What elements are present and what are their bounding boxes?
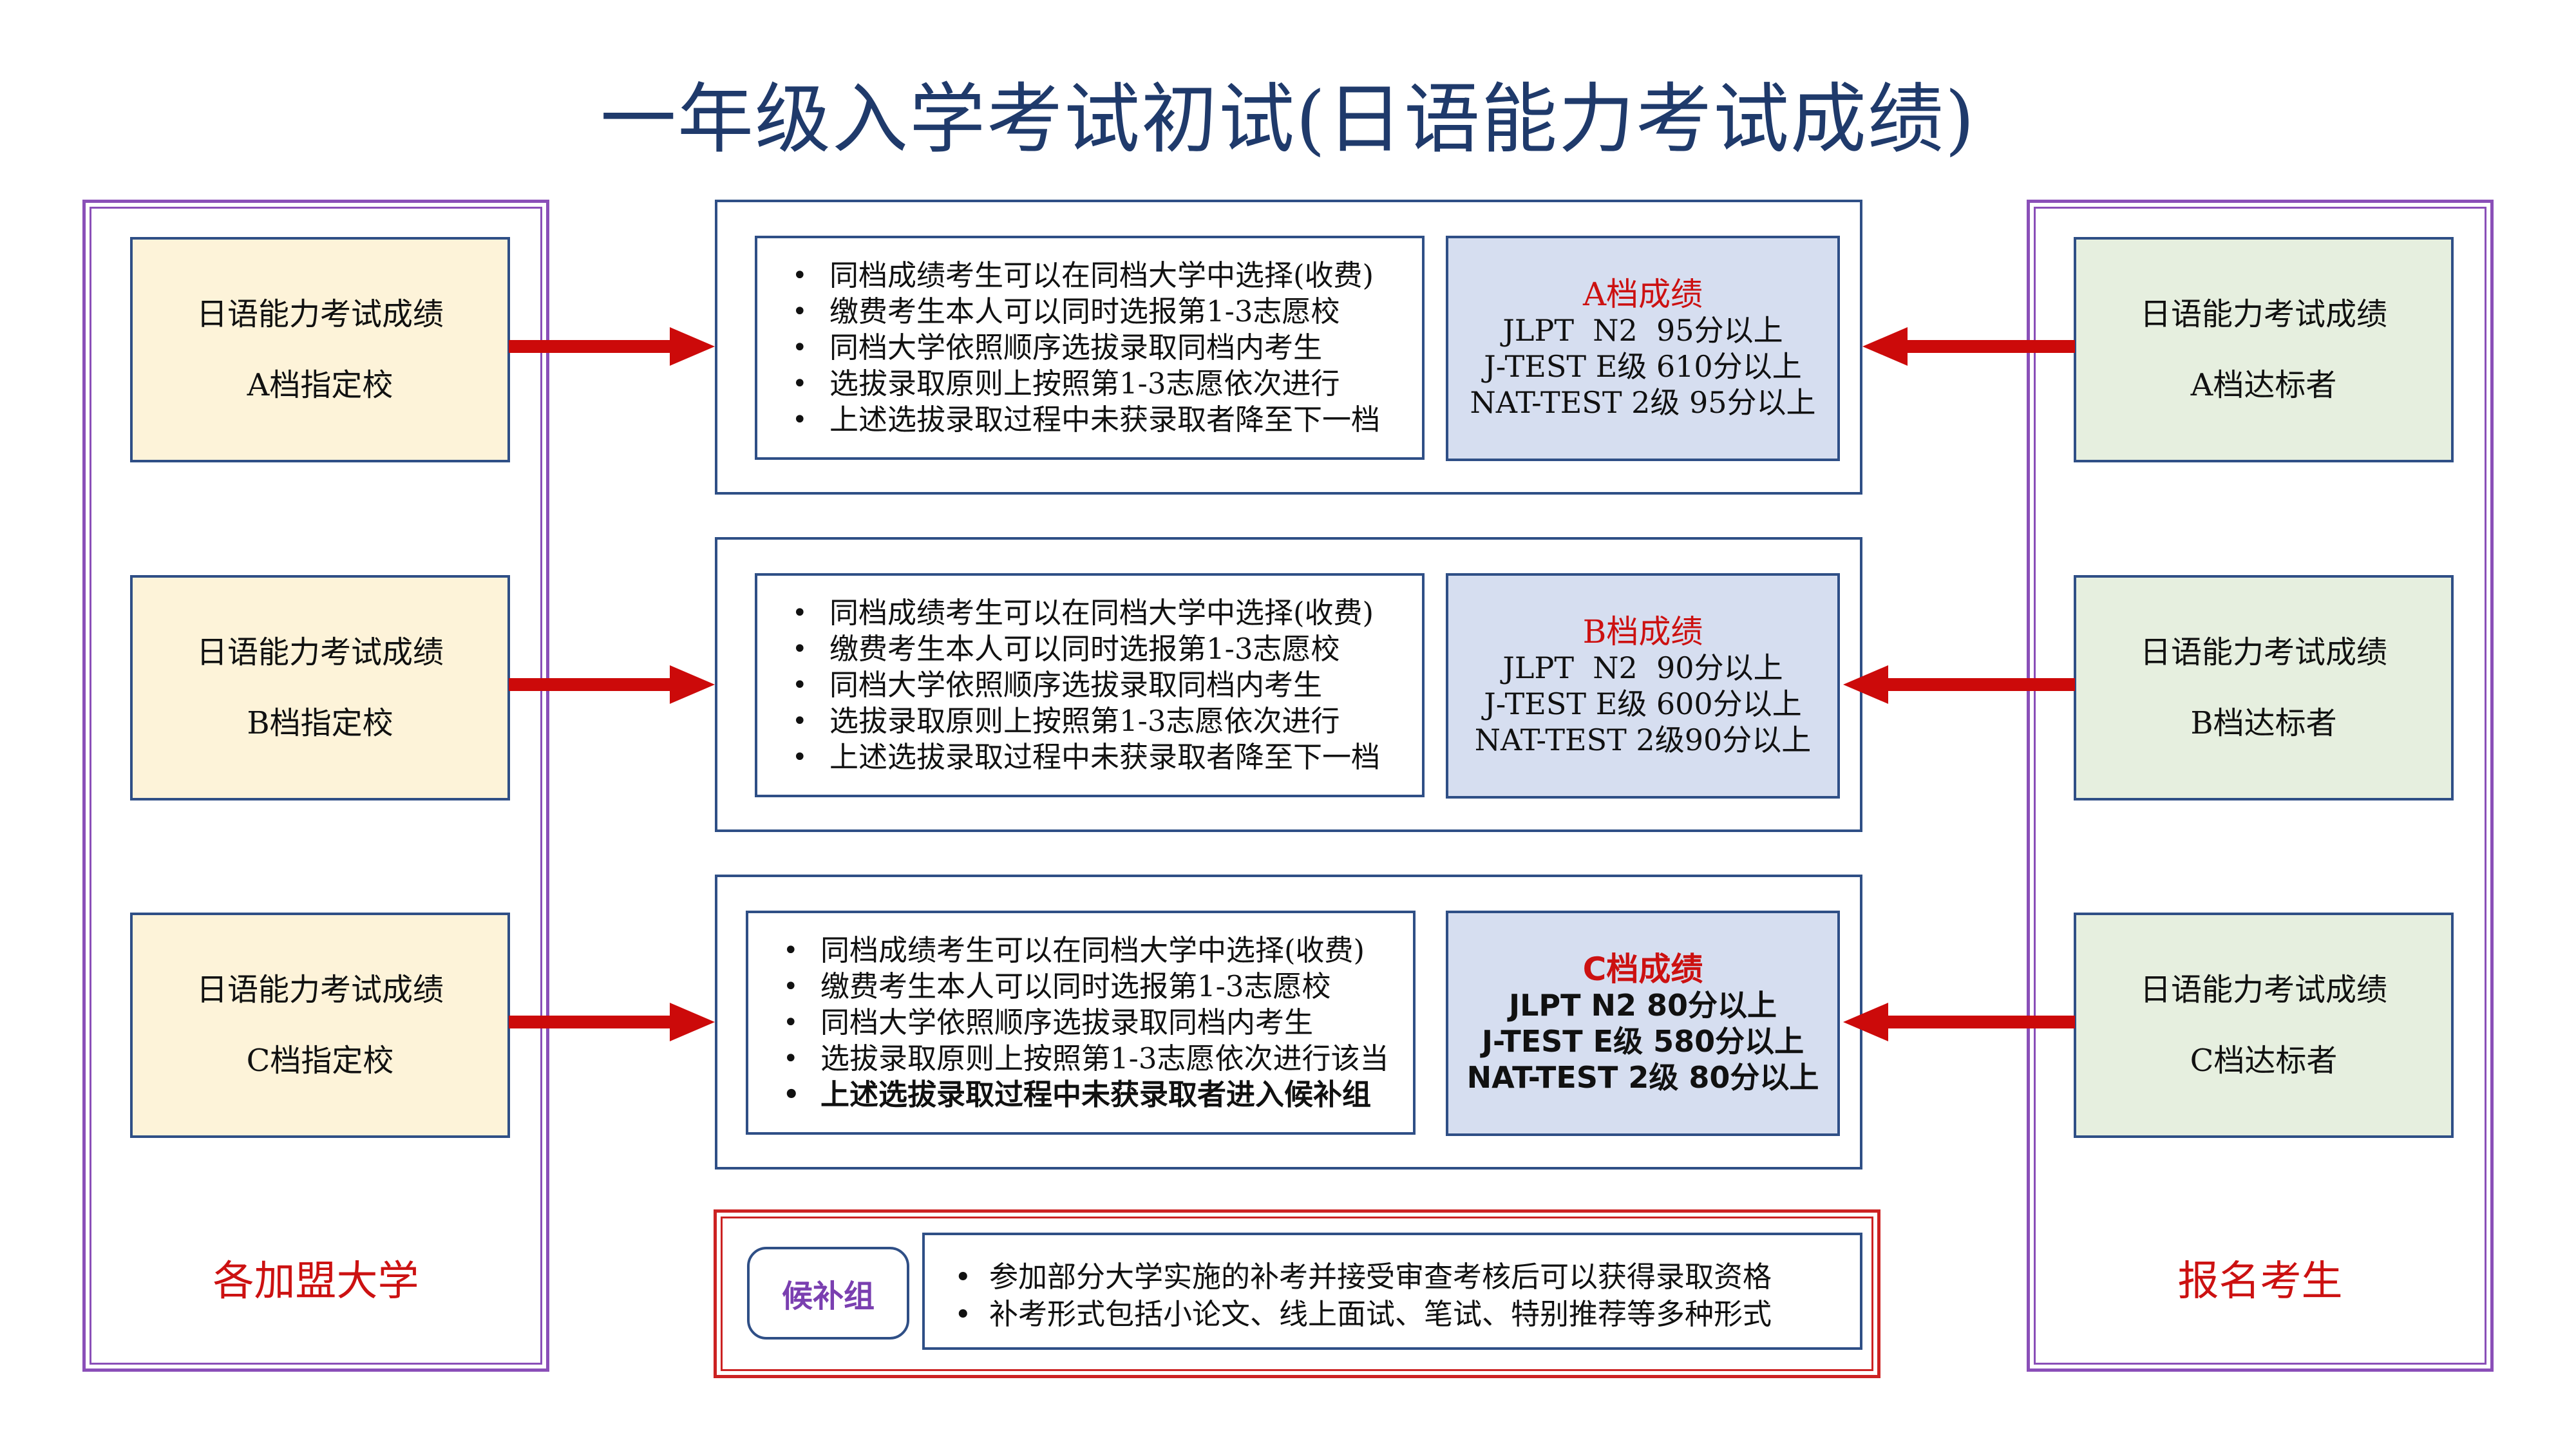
score-nat: NAT-TEST 2级 80分以上 [1466,1060,1819,1095]
bullet-icon: • [792,405,808,435]
rule-item: •选拔录取原则上按照第1-3志愿依次进行该当 [783,1041,1389,1075]
bullet-icon: • [954,1297,972,1331]
rule-item: •上述选拔录取过程中未获录取者降至下一档 [792,402,1381,437]
school-box-a: 日语能力考试成绩 A档指定校 [130,237,510,462]
bullet-icon: • [792,297,808,327]
applicants-panel: 报名考生 [2027,200,2494,1372]
bullet-icon: • [792,634,808,664]
waitlist-note: •参加部分大学实施的补考并接受审查考核后可以获得录取资格 [944,1258,1847,1296]
score-nat: NAT-TEST 2级90分以上 [1474,723,1812,757]
waitlist-note: •补考形式包括小论文、线上面试、笔试、特别推荐等多种形式 [944,1296,1847,1333]
score-grade: C档成绩 [1582,951,1703,988]
rule-item: •同档大学依照顺序选拔录取同档内考生 [792,330,1323,365]
bullet-icon: • [792,743,808,772]
student-box-line1: 日语能力考试成绩 [2139,972,2387,1008]
arrow-right-icon [509,327,715,366]
student-box-c: 日语能力考试成绩 C档达标者 [2074,913,2454,1138]
tier-a-score-box: A档成绩 JLPT N2 95分以上 J-TEST E级 610分以上 NAT-… [1446,236,1840,461]
school-box-line2: C档指定校 [246,1043,394,1079]
student-box-b: 日语能力考试成绩 B档达标者 [2074,575,2454,800]
school-box-line2: B档指定校 [247,705,393,741]
rule-item: •缴费考生本人可以同时选报第1-3志愿校 [792,632,1340,666]
rule-item: •上述选拔录取过程中未获录取者进入候补组 [783,1077,1372,1112]
bullet-icon: • [792,333,808,363]
school-box-line1: 日语能力考试成绩 [196,972,444,1008]
rule-item: •同档成绩考生可以在同档大学中选择(收费) [792,258,1374,292]
bullet-icon: • [783,1079,800,1110]
student-box-line2: B档达标者 [2190,705,2337,741]
school-box-line1: 日语能力考试成绩 [196,634,444,670]
bullet-icon: • [783,1044,799,1074]
rule-item: •上述选拔录取过程中未获录取者降至下一档 [792,740,1381,774]
score-nat: NAT-TEST 2级 95分以上 [1470,385,1816,420]
tier-b-score-box: B档成绩 JLPT N2 90分以上 J-TEST E级 600分以上 NAT-… [1446,573,1840,799]
bullet-icon: • [792,598,808,628]
school-box-b: 日语能力考试成绩 B档指定校 [130,575,510,800]
tier-c-score-box: C档成绩 JLPT N2 80分以上 J-TEST E级 580分以上 NAT-… [1446,911,1840,1136]
student-box-line1: 日语能力考试成绩 [2139,296,2387,332]
rule-item: •同档成绩考生可以在同档大学中选择(收费) [783,933,1365,967]
tier-c-rules: •同档成绩考生可以在同档大学中选择(收费) •缴费考生本人可以同时选报第1-3志… [746,911,1416,1135]
score-jlpt: JLPT N2 95分以上 [1502,313,1783,348]
arrow-left-icon [1843,665,2075,704]
rule-item: •同档成绩考生可以在同档大学中选择(收费) [792,596,1374,630]
bullet-icon: • [792,670,808,700]
waitlist-badge: 候补组 [747,1247,909,1340]
student-box-a: 日语能力考试成绩 A档达标者 [2074,237,2454,462]
score-grade: B档成绩 [1582,613,1703,650]
bullet-icon: • [792,706,808,736]
score-jlpt: JLPT N2 90分以上 [1502,650,1783,685]
student-box-line1: 日语能力考试成绩 [2139,634,2387,670]
school-box-line1: 日语能力考试成绩 [196,296,444,332]
arrow-right-icon [509,1003,715,1041]
rule-item: •同档大学依照顺序选拔录取同档内考生 [792,668,1323,702]
rule-item: •选拔录取原则上按照第1-3志愿依次进行 [792,704,1340,738]
rule-item: •缴费考生本人可以同时选报第1-3志愿校 [792,294,1340,328]
bullet-icon: • [792,261,808,290]
arrow-right-icon [509,665,715,704]
score-jtest: J-TEST E级 600分以上 [1484,687,1802,721]
school-box-line2: A档指定校 [247,367,393,403]
school-box-c: 日语能力考试成绩 C档指定校 [130,913,510,1138]
bullet-icon: • [954,1260,972,1294]
score-grade: A档成绩 [1582,276,1703,313]
bullet-icon: • [783,972,799,1001]
member-universities-label: 各加盟大学 [213,1258,419,1305]
page-title: 一年级入学考试初试(日语能力考试成绩) [600,75,1976,164]
arrow-left-icon [1862,327,2075,366]
student-box-line2: A档达标者 [2190,367,2337,403]
score-jlpt: JLPT N2 80分以上 [1508,988,1777,1023]
waitlist-notes: •参加部分大学实施的补考并接受审查考核后可以获得录取资格 •补考形式包括小论文、… [922,1233,1862,1350]
applicants-label: 报名考生 [2177,1258,2343,1305]
bullet-icon: • [783,936,799,965]
score-jtest: J-TEST E级 610分以上 [1484,349,1802,384]
tier-a-rules: •同档成绩考生可以在同档大学中选择(收费) •缴费考生本人可以同时选报第1-3志… [755,236,1425,460]
bullet-icon: • [783,1008,799,1037]
tier-b-rules: •同档成绩考生可以在同档大学中选择(收费) •缴费考生本人可以同时选报第1-3志… [755,573,1425,797]
student-box-line2: C档达标者 [2190,1043,2338,1079]
rule-item: •同档大学依照顺序选拔录取同档内考生 [783,1005,1314,1039]
rule-item: •选拔录取原则上按照第1-3志愿依次进行 [792,366,1340,401]
arrow-left-icon [1843,1003,2075,1041]
rule-item: •缴费考生本人可以同时选报第1-3志愿校 [783,969,1331,1003]
bullet-icon: • [792,369,808,399]
member-universities-panel: 各加盟大学 [82,200,549,1372]
score-jtest: J-TEST E级 580分以上 [1481,1024,1804,1059]
